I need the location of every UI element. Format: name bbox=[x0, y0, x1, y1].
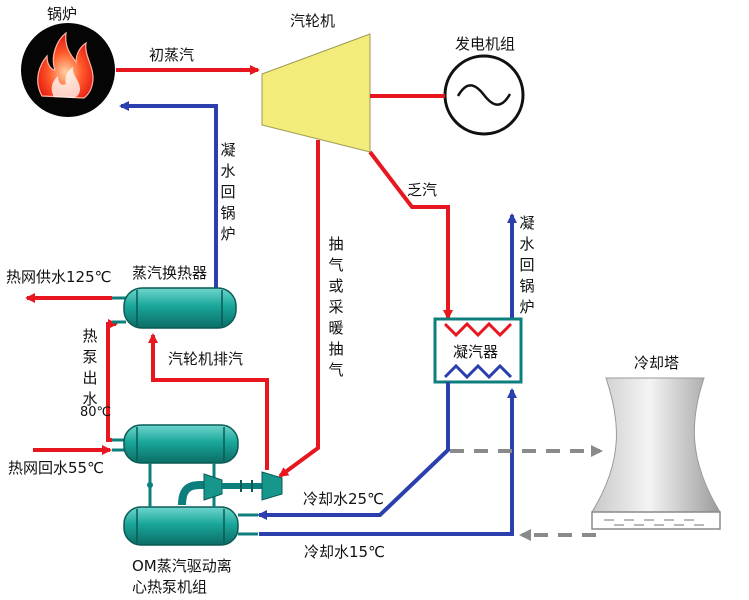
cooling-tower-icon bbox=[591, 377, 721, 530]
heat-pump-outlet-line bbox=[106, 319, 118, 442]
heat-pump-out-temp: 80℃ bbox=[80, 405, 112, 420]
extraction-steam-label: 抽气或采暖抽气 bbox=[328, 235, 344, 379]
heat-pump-unit-label: OM蒸汽驱动离心热泵机组 bbox=[132, 557, 232, 596]
boiler-label: 锅炉 bbox=[47, 5, 78, 23]
cooling-water-25-line bbox=[257, 382, 450, 520]
turbine-exhaust-line bbox=[148, 333, 269, 470]
main-steam-label: 初蒸汽 bbox=[149, 46, 195, 64]
heat-supply-label: 热网供水125℃ bbox=[6, 268, 112, 286]
heat-return-label: 热网回水55℃ bbox=[8, 459, 104, 477]
generator-icon bbox=[443, 54, 525, 136]
condensate-return-label: 凝水回锅炉 bbox=[220, 141, 236, 243]
turbine-exhaust-label: 汽轮机排汽 bbox=[168, 350, 244, 368]
cooling-water-15-line bbox=[259, 388, 517, 536]
heat-pump-unit bbox=[112, 424, 283, 546]
boiler-icon bbox=[21, 23, 115, 117]
cooling-tower-label: 冷却塔 bbox=[634, 354, 680, 372]
extraction-steam-line bbox=[278, 140, 320, 478]
exhaust-steam-label: 乏汽 bbox=[407, 181, 438, 199]
turbine-shape bbox=[261, 33, 371, 153]
steam-heat-exchanger-tank bbox=[112, 287, 237, 329]
condenser-label: 凝汽器 bbox=[453, 343, 499, 361]
cooling-water-15-label: 冷却水15℃ bbox=[304, 543, 385, 561]
condenser-box bbox=[433, 317, 523, 384]
exhaust-steam-line bbox=[368, 150, 453, 320]
steam-heat-exchanger-label: 蒸汽换热器 bbox=[132, 264, 208, 282]
condenser-condensate-label: 凝水回锅炉 bbox=[519, 214, 535, 316]
turbine-label: 汽轮机 bbox=[290, 12, 336, 30]
cooling-water-25-label: 冷却水25℃ bbox=[303, 490, 384, 508]
condensate-return-line bbox=[119, 101, 218, 288]
generator-label: 发电机组 bbox=[455, 35, 516, 53]
heat-pump-out-label: 热泵出水 bbox=[82, 327, 98, 408]
